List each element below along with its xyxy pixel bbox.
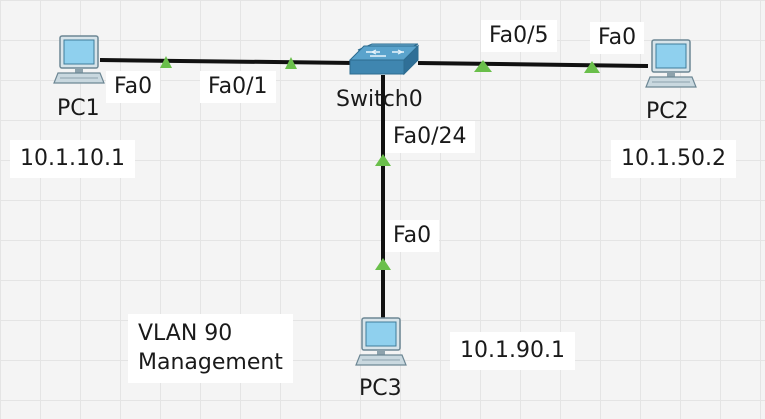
port-label-pc1-fa0: Fa0 <box>106 71 161 103</box>
pc2-name: PC2 <box>646 99 689 124</box>
vlan-note-line2: Management <box>138 349 283 375</box>
pc1-ip-note: 10.1.10.1 <box>10 140 135 178</box>
vlan-management-note: VLAN 90 Management <box>128 314 293 384</box>
pc3-icon[interactable] <box>355 317 407 366</box>
link-up-indicator-fa0-5 <box>474 60 492 72</box>
switch0-name: Switch0 <box>336 89 423 110</box>
pc1-icon[interactable] <box>53 35 105 84</box>
pc2-icon[interactable] <box>645 39 697 88</box>
port-label-fa0-5: Fa0/5 <box>481 20 557 52</box>
pc2-ip-note: 10.1.50.2 <box>611 140 736 178</box>
pc3-name: PC3 <box>359 376 402 401</box>
link-switch0-pc2[interactable] <box>417 61 649 68</box>
port-label-fa0-1: Fa0/1 <box>200 71 276 103</box>
link-up-indicator-fa0-1 <box>285 57 297 69</box>
link-up-indicator-pc2-fa0 <box>584 61 600 73</box>
port-label-pc2-fa0: Fa0 <box>590 22 645 54</box>
link-up-indicator-fa0-24 <box>375 154 391 166</box>
link-pc1-switch0[interactable] <box>99 58 356 65</box>
pc1-name: PC1 <box>57 96 100 121</box>
port-label-pc3-fa0: Fa0 <box>385 220 440 252</box>
link-up-indicator-pc1-fa0 <box>160 56 172 68</box>
pc3-ip-note: 10.1.90.1 <box>450 332 575 370</box>
link-up-indicator-pc3-fa0 <box>375 258 391 270</box>
port-label-fa0-24: Fa0/24 <box>385 121 475 153</box>
switch-icon[interactable] <box>348 43 420 76</box>
vlan-note-line1: VLAN 90 <box>138 321 233 346</box>
